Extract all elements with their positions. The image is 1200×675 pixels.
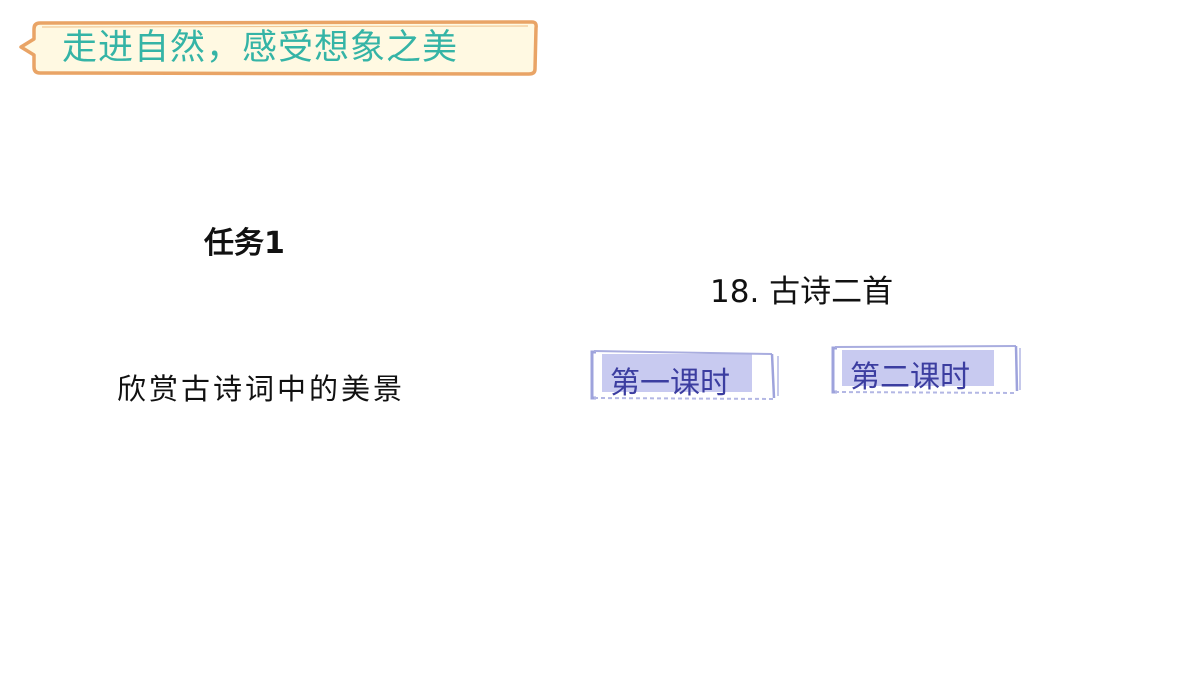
button-frame-shape (590, 350, 779, 400)
second-period-label: 第二课时 (850, 360, 970, 395)
second-period-button[interactable]: 第二课时 (830, 344, 1022, 395)
first-period-label: 第一课时 (610, 366, 730, 401)
lesson-title: 18. 古诗二首 (710, 274, 894, 310)
section-banner: 走进自然，感受想象之美 (18, 19, 540, 77)
banner-speech-bubble-shape (19, 20, 538, 76)
task-description: 欣赏古诗词中的美景 (117, 372, 406, 406)
task-label: 任务1 (204, 226, 285, 261)
first-period-button[interactable]: 第一课时 (588, 348, 780, 401)
button-frame-shape (831, 345, 1021, 394)
banner-title: 走进自然，感受想象之美 (62, 28, 459, 68)
